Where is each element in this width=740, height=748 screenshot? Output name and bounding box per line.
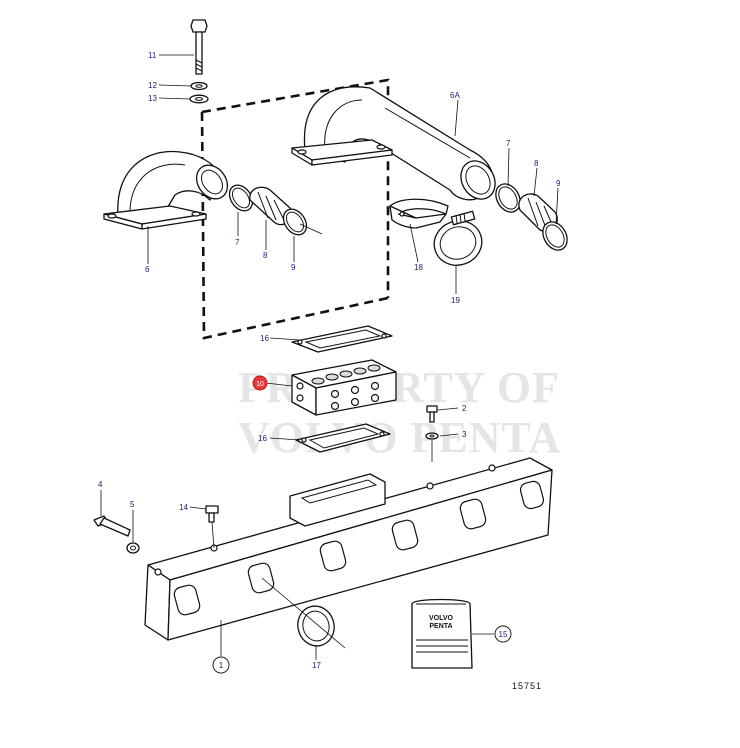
callout-13[interactable]: 13 [148,94,157,103]
callout-7-left[interactable]: 7 [235,238,240,247]
callout-19[interactable]: 19 [451,296,460,305]
callout-17[interactable]: 17 [312,661,321,670]
hose-clamp-part-19 [433,210,483,266]
callout-leaders [100,54,559,660]
block-top-bosses [311,364,381,385]
watermark: PROPERTY OF VOLVO PENTA [238,363,561,462]
package-label-line2: PENTA [429,623,452,630]
callout-16-lower[interactable]: 16 [258,434,267,443]
bolt-part-4 [93,515,131,537]
callout-1-circle[interactable]: 1 [212,656,230,674]
callout-6a[interactable]: 6A [450,91,460,100]
figure-number: 15751 [512,681,542,691]
washer-part-13 [189,94,209,104]
leader-axis-14 [211,521,215,549]
callout-8-right[interactable]: 8 [534,159,539,168]
callout-3[interactable]: 3 [462,430,467,439]
callout-1[interactable]: 1 [219,661,224,670]
leader-axis-left [299,223,323,235]
exhaust-elbow-part-6 [103,150,229,230]
o-ring-part-7-left [228,184,254,212]
screw-part-14 [205,505,219,523]
washer-part-3 [425,432,439,440]
callout-9-right[interactable]: 9 [556,179,561,188]
callout-15-circle[interactable]: 15 [494,625,512,643]
lock-washer-part-12 [190,81,208,91]
o-ring-part-9-right [542,221,568,251]
heat-shield-part-18 [389,198,449,229]
gasket-ring-part-17 [297,605,335,647]
callout-15[interactable]: 15 [499,630,508,639]
callout-14[interactable]: 14 [179,503,188,512]
washer-part-5 [126,542,140,554]
gasket-part-16-lower [295,423,391,453]
callout-8-left[interactable]: 8 [263,251,268,260]
callout-16-upper[interactable]: 16 [260,334,269,343]
connector-block-part-10 [291,359,397,416]
bellows-part-8-left [249,186,293,226]
callout-4[interactable]: 4 [98,480,103,489]
watermark-line2: VOLVO PENTA [238,413,561,462]
callout-11[interactable]: 11 [148,51,157,60]
gasket-kit-package-part-15: VOLVO PENTA [411,598,473,669]
exhaust-elbow-part-6a [291,86,496,201]
exhaust-manifold-part-1 [144,457,553,641]
callout-18[interactable]: 18 [414,263,423,272]
callout-9-left[interactable]: 9 [291,263,296,272]
callout-7-right[interactable]: 7 [506,139,511,148]
package-label-line1: VOLVO [429,615,454,622]
o-ring-part-9-left [282,208,308,236]
callout-labels: 11 12 13 6A 7 8 9 7 8 9 6 18 19 16 10 2 … [98,51,561,674]
callout-10[interactable]: 10 [256,381,264,388]
callout-2[interactable]: 2 [462,404,467,413]
screw-part-2 [426,405,438,423]
watermark-line1: PROPERTY OF [238,363,560,412]
leader-axis-17 [261,577,346,649]
callout-10-highlight[interactable]: 10 [252,375,268,391]
callout-12[interactable]: 12 [148,81,157,90]
callout-5[interactable]: 5 [130,500,135,509]
bolt-part-11 [190,19,208,75]
o-ring-part-7-right [495,183,521,213]
callout-6[interactable]: 6 [145,265,150,274]
gasket-part-16-upper [291,325,393,353]
manifold-ports [173,480,545,616]
